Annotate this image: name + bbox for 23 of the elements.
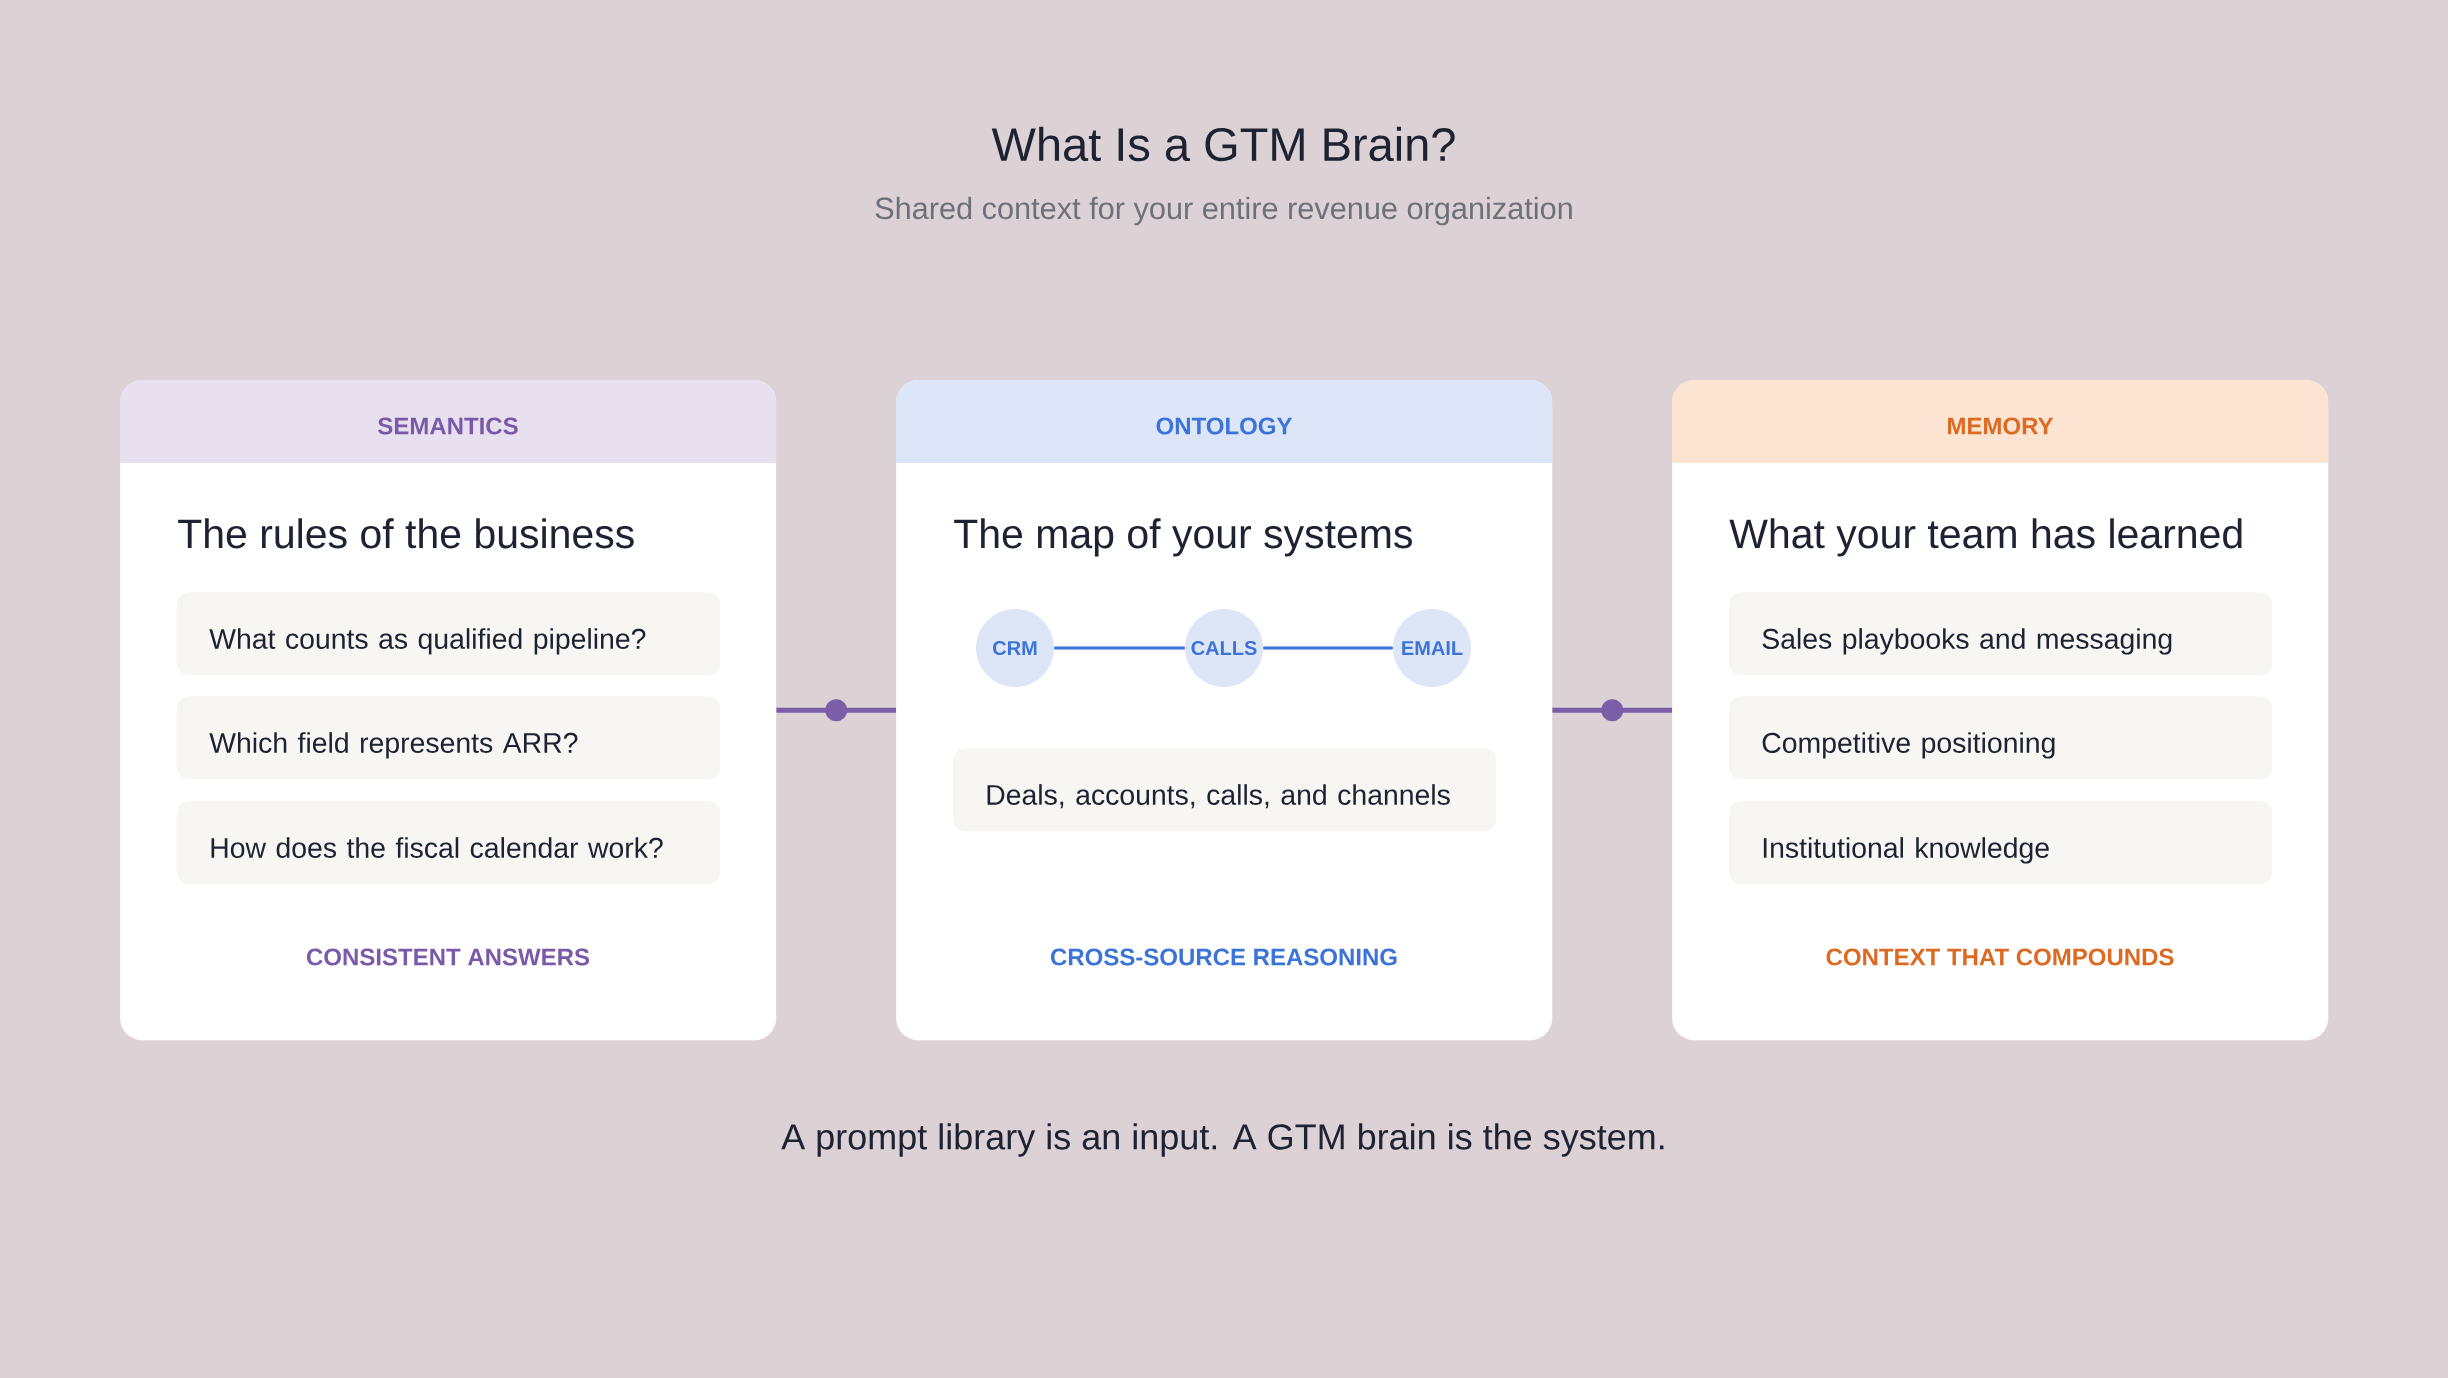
item-box: How does the fiscal calendar work? [177, 801, 721, 885]
subtitle: Shared context for your entire revenue organization [875, 196, 1572, 226]
card-footer: CONTEXT THAT COMPOUNDS [1826, 948, 2174, 966]
title: What Is a GTM Brain? [991, 126, 1455, 162]
card-header: MEMORY [1672, 380, 2329, 463]
card-footer: CROSS-SOURCE REASONING [1051, 948, 1397, 966]
caption: A prompt library is an input. A GTM brain is the system. [781, 1123, 1664, 1157]
item-box: Competitive positioning [1729, 696, 2273, 780]
connector [1263, 646, 1393, 650]
card-heading: What your team has learned [1729, 518, 2242, 557]
connector [1552, 707, 1672, 713]
card-heading: The rules of the business [178, 518, 634, 549]
card-heading: The map of your systems [954, 518, 1412, 557]
card-header: SEMANTICS [120, 380, 776, 463]
item-box: Which field represents ARR? [177, 696, 721, 780]
item-box: Deals, accounts, calls, and channels [953, 748, 1497, 832]
item-box: What counts as qualified pipeline? [177, 592, 721, 676]
item-box: Sales playbooks and messaging [1729, 592, 2273, 676]
connector [776, 707, 896, 713]
item-box: Institutional knowledge [1729, 801, 2273, 885]
connector [1054, 646, 1185, 650]
card-header: ONTOLOGY [896, 380, 1552, 463]
card-footer: CONSISTENT ANSWERS [307, 948, 590, 966]
